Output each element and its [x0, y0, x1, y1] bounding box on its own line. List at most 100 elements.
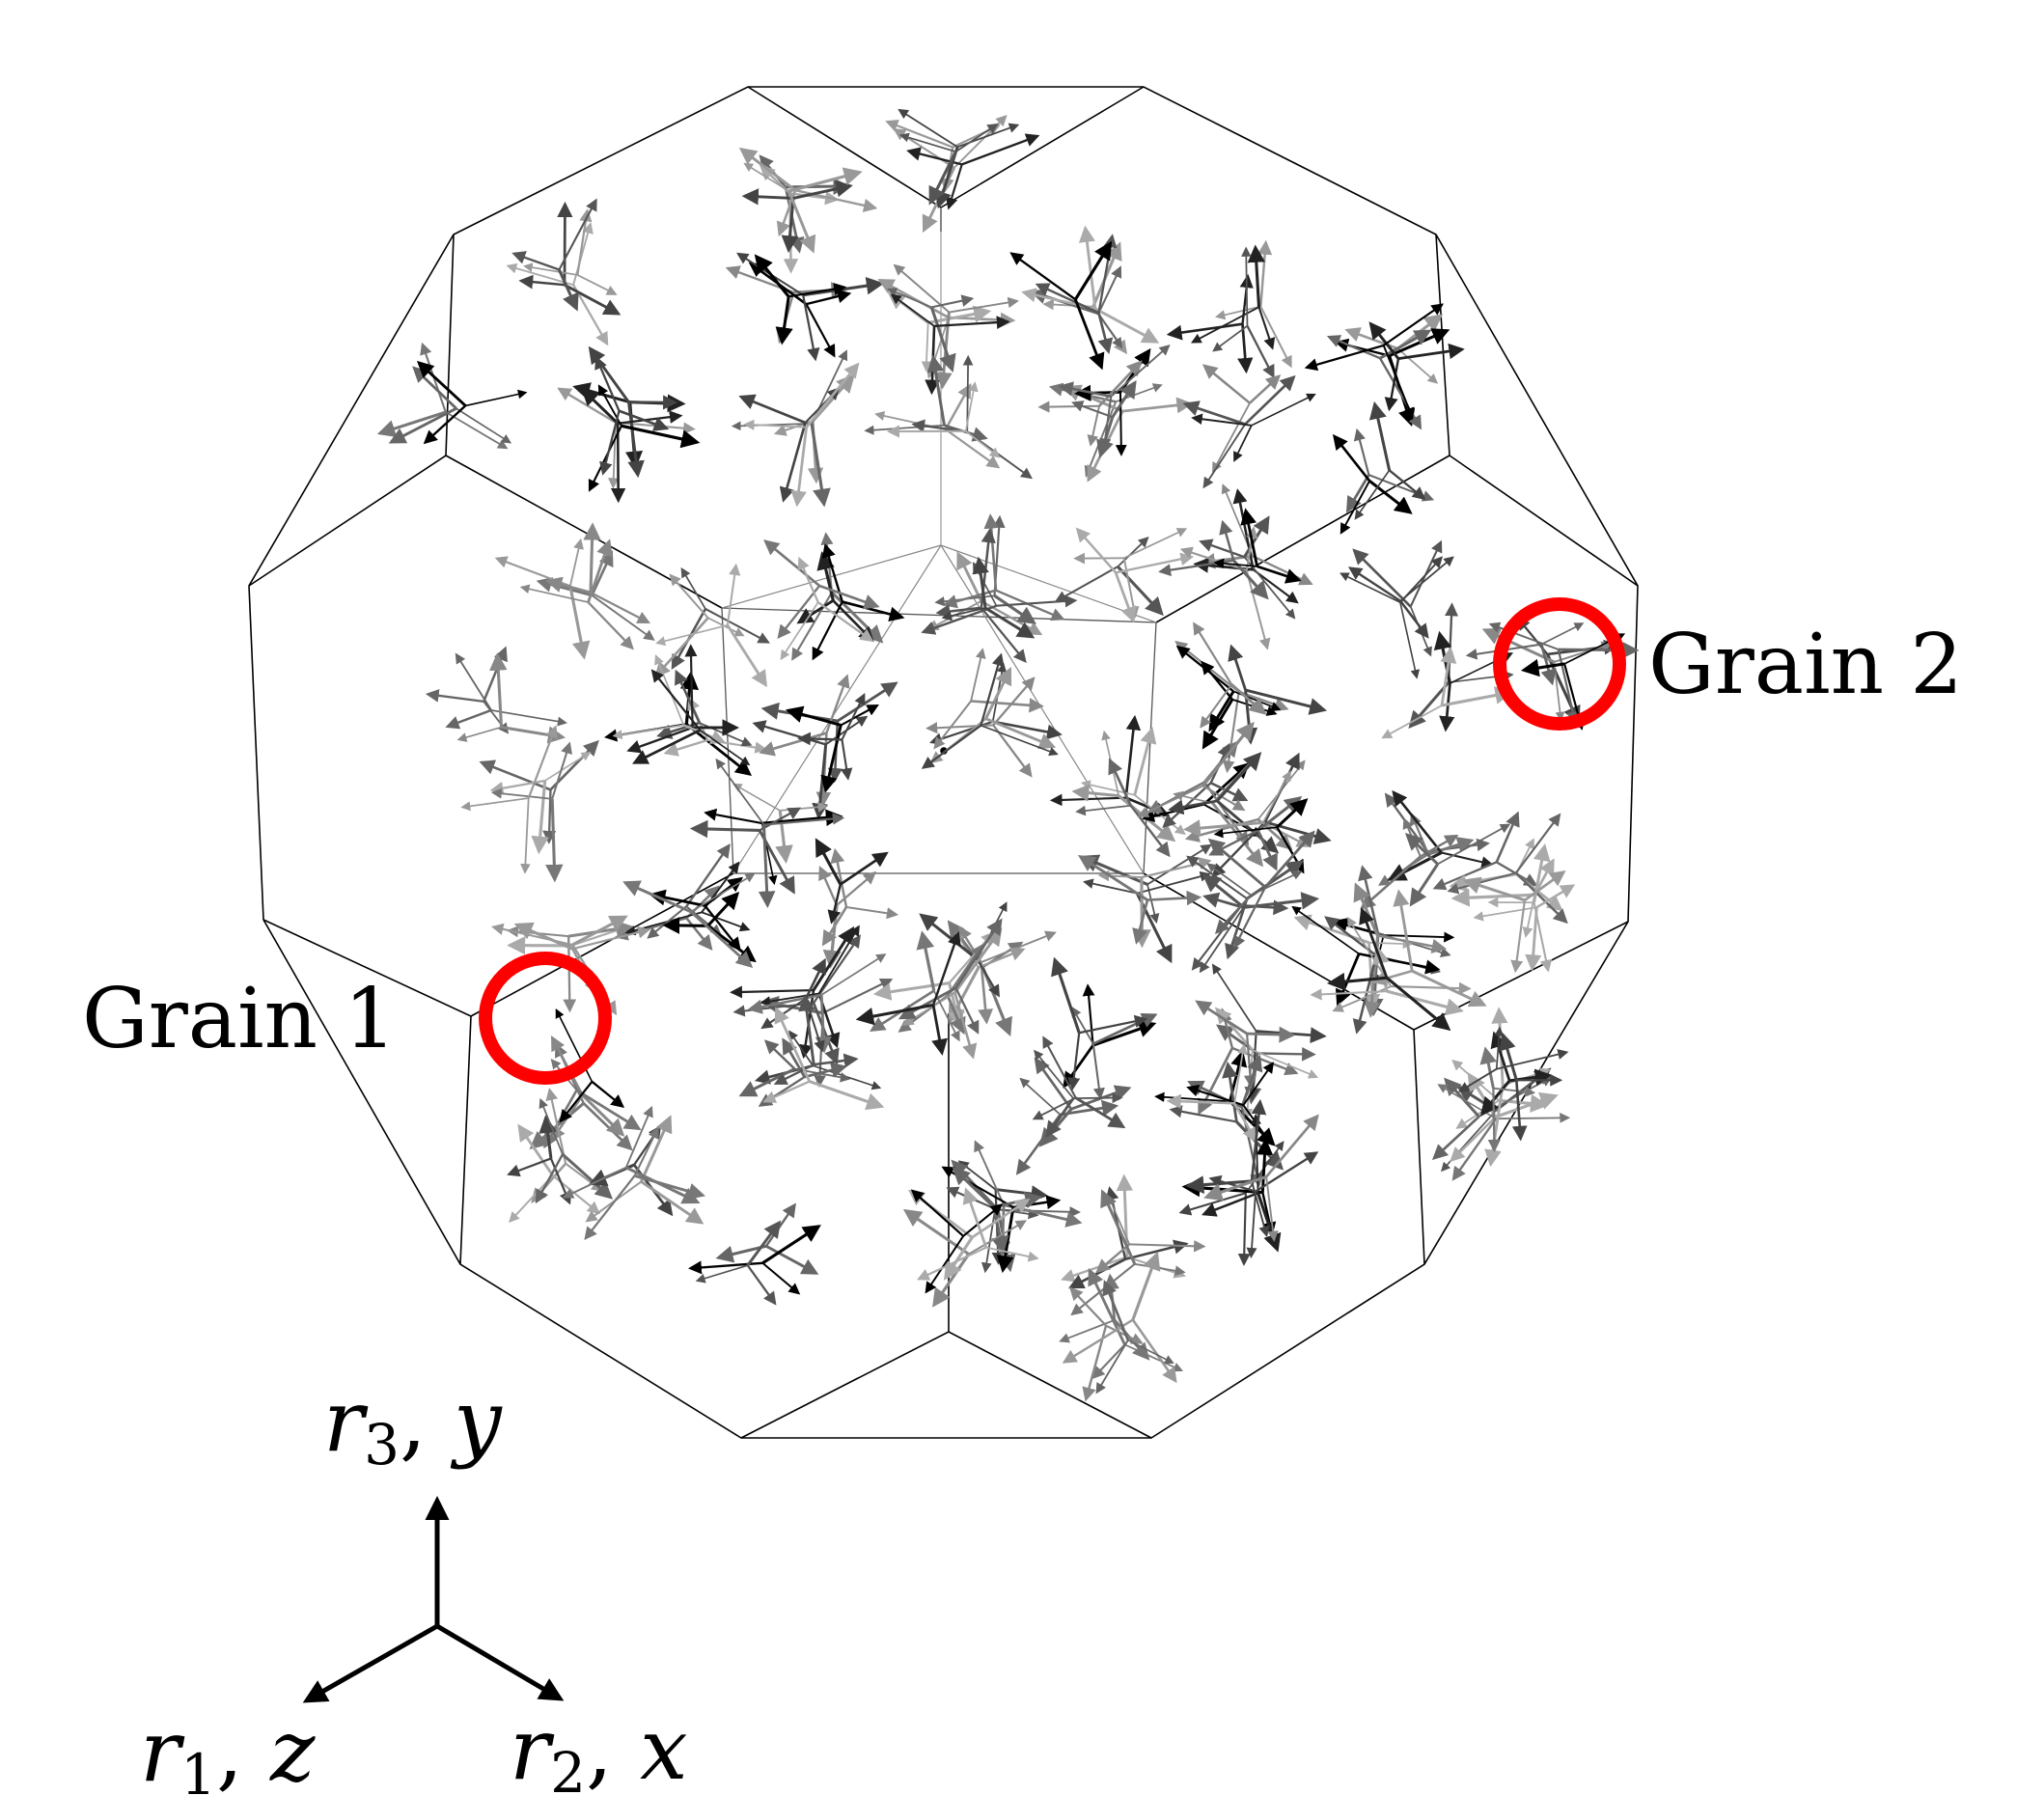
orientation-axis-arrow: [972, 556, 989, 609]
orientation-axis-arrow: [1201, 1192, 1259, 1217]
orientation-axis-arrow: [423, 404, 467, 445]
orientation-axis-arrow: [763, 539, 820, 588]
orientation-axis-arrow: [1368, 480, 1413, 514]
orientation-axis-arrow: [662, 917, 708, 934]
orientation-axis-arrow: [1032, 1096, 1077, 1120]
orientation-axis-arrow: [1075, 804, 1131, 816]
orientation-axis-arrow: [943, 1236, 974, 1281]
orientation-axis-arrow: [885, 119, 953, 149]
orientation-axis-arrow: [933, 316, 1010, 329]
orientation-axis-arrow: [539, 1115, 557, 1159]
orientation-axis-arrow: [730, 985, 815, 999]
orientation-axis-arrow: [1193, 621, 1233, 685]
orientation-axis-arrow: [1211, 963, 1257, 1032]
orientation-axis-arrow: [1174, 640, 1240, 693]
orientation-axis-arrow: [1265, 1114, 1319, 1178]
orientation-axis-arrow: [1215, 752, 1262, 802]
orientation-axis-arrow: [465, 389, 528, 407]
orientation-axis-arrow: [1129, 1240, 1206, 1253]
orientation-axis-arrow: [1386, 989, 1464, 1016]
orientation-axis-arrow: [1075, 527, 1117, 574]
orientation-axis-arrow: [927, 305, 992, 324]
orientation-axis-arrow: [1237, 1193, 1251, 1266]
orientation-axis-arrow: [1212, 324, 1248, 352]
orientation-axis-arrow: [1216, 799, 1280, 854]
orientation-axis-arrow: [1233, 886, 1267, 950]
orientation-axis-arrow: [669, 573, 709, 619]
orientation-axis-arrow: [1058, 381, 1112, 399]
orientation-axis-arrow: [1353, 428, 1370, 476]
orientation-axis-arrow: [817, 925, 860, 994]
orientation-axis-arrow: [976, 958, 1000, 998]
orientation-axis-arrow: [558, 268, 579, 312]
orientation-axis-arrow: [788, 282, 847, 298]
orientation-axis-arrow: [777, 585, 821, 640]
orientation-axis-arrow: [1191, 413, 1252, 427]
orientation-axis-arrow: [455, 652, 492, 711]
orientation-axis-arrow: [978, 961, 994, 1025]
orientation-axis-arrow: [706, 925, 757, 963]
orientation-axis-arrow: [805, 362, 860, 428]
orientation-axis-arrow: [1384, 358, 1400, 412]
orientation-axis-arrow: [1208, 690, 1235, 732]
orientation-axis-arrow: [1335, 953, 1361, 1007]
orientation-axis-arrow: [877, 278, 950, 319]
orientation-axis-arrow: [1557, 649, 1580, 725]
orientation-axis-arrow: [490, 787, 553, 800]
orientation-axis-arrow: [1257, 1192, 1282, 1253]
orientation-axis-arrow: [910, 1189, 964, 1237]
orientation-axis-arrow: [836, 870, 877, 906]
orientation-axis-arrow: [921, 322, 932, 373]
orientation-axis-arrow: [715, 1244, 767, 1263]
orientation-axis-arrow: [1169, 1105, 1237, 1123]
orientation-axis-arrow: [797, 732, 842, 746]
orientation-axis-arrow: [1352, 954, 1378, 1035]
orientation-axis-arrow: [1095, 1339, 1129, 1395]
orientation-axis-arrow: [845, 905, 899, 920]
orientation-axis-arrow: [545, 798, 564, 883]
orientation-axis-arrow: [1554, 641, 1614, 663]
orientation-axis-arrow: [1183, 819, 1263, 837]
orientation-axis-arrow: [1117, 537, 1149, 567]
orientation-axis-arrow: [704, 904, 741, 952]
orientation-axis-arrow: [763, 1039, 796, 1070]
orientation-axis-arrow: [1540, 622, 1585, 646]
axis-label-left: r1, z: [140, 1701, 316, 1795]
orientation-axis-arrow: [741, 188, 794, 206]
orientation-axis-arrow: [456, 726, 502, 742]
orientation-axis-arrow: [1399, 556, 1444, 603]
orientation-axis-arrow: [640, 1180, 704, 1225]
orientation-axis-arrow: [1202, 721, 1255, 787]
orientation-axis-arrow: [818, 584, 880, 610]
orientation-axis-arrow: [1386, 976, 1451, 1032]
orientation-axis-arrow: [544, 751, 592, 782]
orientation-axis-arrow: [1091, 1043, 1105, 1100]
orientation-axis-arrow: [926, 354, 946, 426]
orientation-axis-arrow: [993, 594, 1036, 624]
orientation-axis-arrow: [754, 254, 790, 298]
orientation-axis-arrow: [1495, 811, 1520, 863]
orientation-axis-arrow: [561, 1153, 614, 1200]
orientation-axis-arrow: [1358, 865, 1380, 934]
orientation-axis-arrow: [1276, 798, 1309, 829]
orientation-axis-arrow: [1232, 559, 1269, 600]
orientation-axis-arrow: [1450, 1116, 1497, 1163]
orientation-axis-arrow: [1247, 1026, 1296, 1043]
orientation-axis-arrow: [788, 167, 863, 193]
orientation-axis-arrow: [752, 720, 826, 746]
orientation-axis-arrow: [1054, 566, 1119, 602]
orientation-axis-arrow: [591, 550, 614, 596]
orientation-axis-arrow: [1256, 1138, 1274, 1193]
orientation-axis-arrow: [1451, 1118, 1498, 1181]
orientation-axis-arrow: [654, 654, 685, 726]
orientation-axis-arrow: [1371, 969, 1413, 986]
orientation-axis-arrow: [583, 522, 601, 594]
orientation-axis-arrow: [1215, 305, 1261, 320]
orientation-axis-arrow: [1487, 1088, 1502, 1153]
orientation-axis-arrow: [743, 162, 789, 192]
orientation-axis-arrow: [992, 720, 1063, 740]
orientation-axis-arrow: [1409, 863, 1439, 907]
orientation-axis-arrow: [1082, 878, 1138, 895]
orientation-axis-arrow: [1199, 906, 1245, 974]
orientation-axis-arrow: [1535, 884, 1576, 909]
